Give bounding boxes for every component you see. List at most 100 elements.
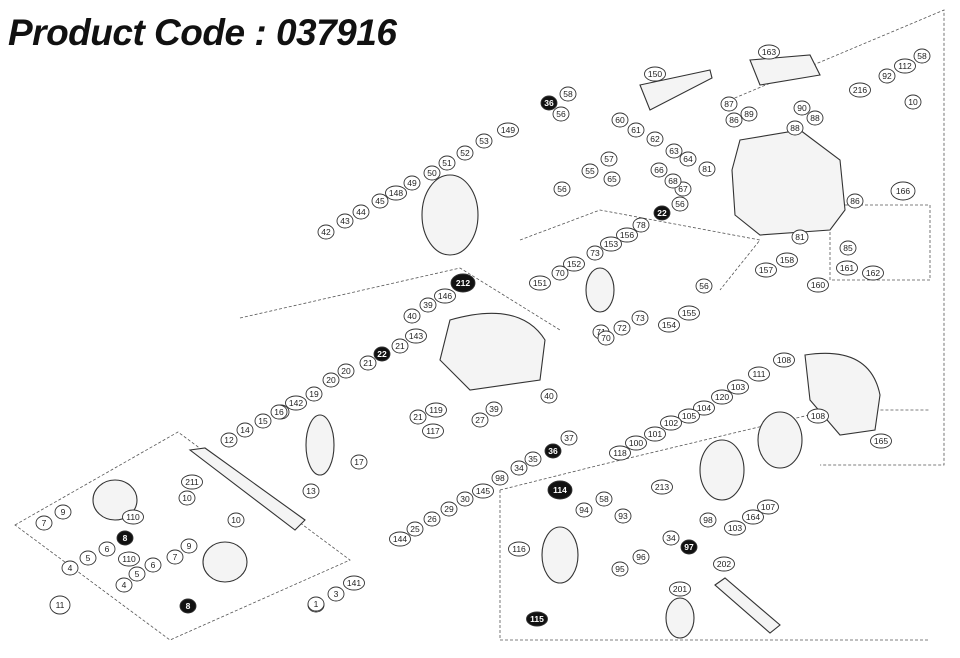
- part-callout-49: 49: [403, 175, 421, 191]
- part-callout-circle: [839, 240, 857, 256]
- part-callout-108: 108: [773, 352, 795, 368]
- part-callout-56: 56: [553, 181, 571, 197]
- part-callout-number: 62: [650, 134, 660, 144]
- part-callout-number: 70: [555, 268, 565, 278]
- part-callout-circle: [551, 265, 569, 281]
- part-callout-94: 94: [575, 502, 593, 518]
- part-callout-circle: [385, 185, 407, 201]
- part-callout-circle: [178, 490, 196, 506]
- part-callout-circle: [180, 538, 198, 554]
- part-callout-circle: [254, 413, 272, 429]
- part-callout-64: 64: [679, 151, 697, 167]
- part-callout-circle: [391, 338, 409, 354]
- part-callout-number: 78: [636, 220, 646, 230]
- part-callout-22: 22: [653, 205, 671, 221]
- part-callout-circle: [434, 288, 456, 304]
- part-callout-circle: [423, 511, 441, 527]
- part-callout-number: 103: [728, 523, 742, 533]
- handle-arm-drawing: [188, 447, 306, 531]
- part-callout-circle: [563, 256, 585, 272]
- part-callout-circle: [403, 308, 421, 324]
- part-callout-circle: [485, 401, 503, 417]
- part-callout-circle: [711, 389, 733, 405]
- part-callout-circle: [54, 504, 72, 520]
- part-callout-circle: [540, 388, 558, 404]
- part-callout-circle: [409, 409, 427, 425]
- product-code-title: Product Code : 037916: [8, 12, 397, 53]
- part-callout-number: 146: [438, 291, 452, 301]
- part-callout-43: 43: [336, 213, 354, 229]
- part-callout-156: 156: [616, 227, 638, 243]
- part-callout-number: 6: [151, 560, 156, 570]
- part-callout-circle: [894, 58, 916, 74]
- part-callout-circle: [713, 556, 735, 572]
- part-callout-circle: [679, 151, 697, 167]
- part-callout-circle: [98, 541, 116, 557]
- part-callout-number: 162: [866, 268, 880, 278]
- part-callout-circle: [664, 173, 682, 189]
- part-callout-96: 96: [632, 549, 650, 565]
- part-callout-circle: [693, 400, 715, 416]
- part-callout-number: 164: [746, 512, 760, 522]
- part-callout-21: 21: [359, 355, 377, 371]
- part-callout-number: 149: [501, 125, 515, 135]
- part-callout-number: 117: [426, 426, 440, 436]
- part-callout-circle: [678, 305, 700, 321]
- part-callout-110: 110: [122, 509, 144, 525]
- part-callout-circle: [807, 277, 829, 293]
- part-callout-number: 90: [797, 103, 807, 113]
- part-callout-number: 36: [544, 98, 554, 108]
- part-callout-56: 56: [695, 278, 713, 294]
- part-callout-circle: [846, 193, 864, 209]
- part-callout-number: 25: [410, 524, 420, 534]
- part-callout-circle: [613, 320, 631, 336]
- part-callout-68: 68: [664, 173, 682, 189]
- part-callout-149: 149: [497, 122, 519, 138]
- part-callout-number: 110: [122, 554, 136, 564]
- part-callout-circle: [322, 372, 340, 388]
- part-callout-circle: [631, 310, 649, 326]
- part-callout-circle: [220, 432, 238, 448]
- part-callout-number: 58: [917, 51, 927, 61]
- part-callout-4: 4: [115, 577, 133, 593]
- part-callout-circle: [727, 379, 749, 395]
- part-callout-circle: [742, 509, 764, 525]
- part-callout-61: 61: [627, 122, 645, 138]
- part-callout-86: 86: [725, 112, 743, 128]
- part-callout-number: 100: [629, 438, 643, 448]
- part-callout-8: 8: [179, 598, 197, 614]
- part-callout-number: 30: [460, 494, 470, 504]
- part-callout-95: 95: [611, 561, 629, 577]
- part-callout-number: 51: [442, 158, 452, 168]
- part-callout-circle: [61, 560, 79, 576]
- part-callout-81: 81: [698, 161, 716, 177]
- part-callout-37: 37: [560, 430, 578, 446]
- part-callout-157: 157: [755, 262, 777, 278]
- part-callout-number: 148: [389, 188, 403, 198]
- part-callout-circle: [559, 86, 577, 102]
- part-callout-152: 152: [563, 256, 585, 272]
- part-callout-98: 98: [699, 512, 717, 528]
- part-callout-65: 65: [603, 171, 621, 187]
- part-callout-circle: [144, 557, 162, 573]
- part-callout-56: 56: [671, 196, 689, 212]
- part-callout-number: 86: [850, 196, 860, 206]
- part-callout-26: 26: [423, 511, 441, 527]
- part-callout-circle: [755, 262, 777, 278]
- part-callout-circle: [650, 162, 668, 178]
- part-callout-155: 155: [678, 305, 700, 321]
- part-callout-circle: [116, 530, 134, 546]
- part-callout-number: 70: [601, 333, 611, 343]
- part-callout-72: 72: [613, 320, 631, 336]
- part-callout-4: 4: [61, 560, 79, 576]
- part-callout-number: 9: [61, 507, 66, 517]
- part-callout-8: 8: [116, 530, 134, 546]
- part-callout-number: 145: [476, 486, 490, 496]
- part-callout-42: 42: [317, 224, 335, 240]
- part-callout-108: 108: [807, 408, 829, 424]
- part-callout-118: 118: [609, 445, 631, 461]
- part-callout-97: 97: [680, 539, 698, 555]
- part-callout-27: 27: [471, 412, 489, 428]
- part-callout-circle: [405, 328, 427, 344]
- part-callout-circle: [544, 443, 562, 459]
